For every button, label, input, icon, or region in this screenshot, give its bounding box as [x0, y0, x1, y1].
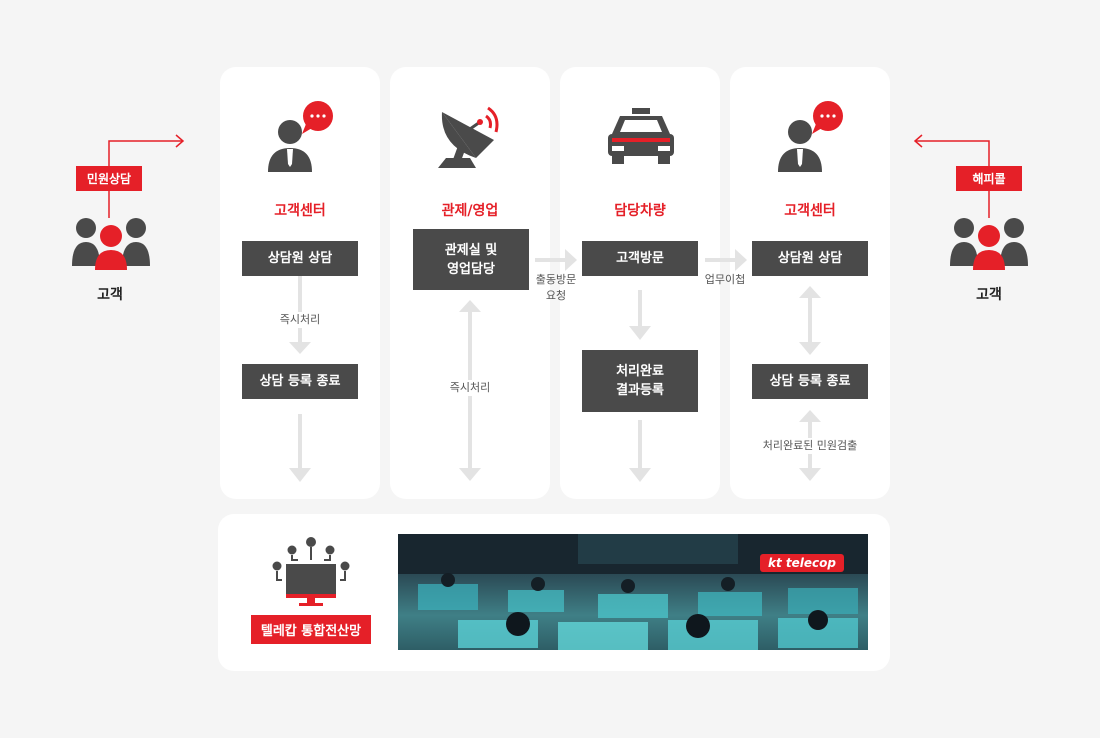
col3-result-register-box: 처리완료 결과등록	[582, 350, 698, 412]
dispatch-note-line1: 출동방문	[535, 273, 577, 286]
col2-box-line2: 영업담당	[447, 261, 495, 277]
customer-group-icon-right	[950, 218, 1028, 270]
integrated-network-label: 텔레캅 통합전산망	[251, 615, 371, 644]
col4-agent-consult-box: 상담원 상담	[752, 241, 868, 276]
col3-arrow-down-1	[629, 290, 651, 340]
col1-arrow-down-1	[289, 276, 311, 354]
col1-note: 즉시처리	[260, 312, 340, 328]
col3-box-line1: 처리완료	[616, 364, 664, 379]
col2-box-line1: 관제실 및	[444, 242, 498, 258]
agent-chat-icon-2	[778, 101, 843, 172]
col3-box-line2: 결과등록	[616, 383, 664, 398]
col2-title: 관제/영업	[441, 203, 499, 219]
network-monitor-icon	[272, 537, 350, 606]
task-transfer-note: 업무이첩	[704, 273, 746, 286]
right-customer-label: 고객	[976, 287, 1002, 303]
col4-title: 고객센터	[784, 203, 836, 219]
satellite-dish-icon	[438, 106, 499, 168]
agent-chat-icon	[268, 101, 333, 172]
col3-title: 담당차량	[614, 203, 666, 219]
col1-arrow-down-2	[289, 414, 311, 482]
col3-customer-visit-box: 고객방문	[582, 241, 698, 276]
kt-telecop-logo-sign: kt telecop	[760, 554, 844, 572]
col2-note: 즉시처리	[430, 380, 510, 396]
happy-call-tag: 해피콜	[956, 166, 1022, 191]
col4-note: 처리완료된 민원검출	[748, 438, 872, 454]
dispatch-visit-request-note: 출동방문 요청	[526, 272, 586, 304]
arrow-2-to-3	[535, 249, 577, 271]
arrow-3-to-4	[705, 249, 747, 271]
customer-group-icon	[72, 218, 150, 270]
col1-agent-consult-box: 상담원 상담	[242, 241, 358, 276]
dispatch-note-line2: 요청	[545, 289, 567, 302]
col4-register-end-box: 상담 등록 종료	[752, 364, 868, 399]
col3-arrow-down-2	[629, 420, 651, 482]
col1-register-end-box: 상담 등록 종료	[242, 364, 358, 399]
col4-double-arrow-1	[799, 286, 821, 355]
control-room-photo: kt telecop	[398, 534, 868, 650]
complaint-consult-tag: 민원상담	[76, 166, 142, 191]
col2-control-sales-box: 관제실 및 영업담당	[413, 229, 529, 290]
col1-title: 고객센터	[274, 203, 326, 219]
left-customer-label: 고객	[97, 287, 123, 303]
patrol-car-icon	[608, 108, 674, 164]
